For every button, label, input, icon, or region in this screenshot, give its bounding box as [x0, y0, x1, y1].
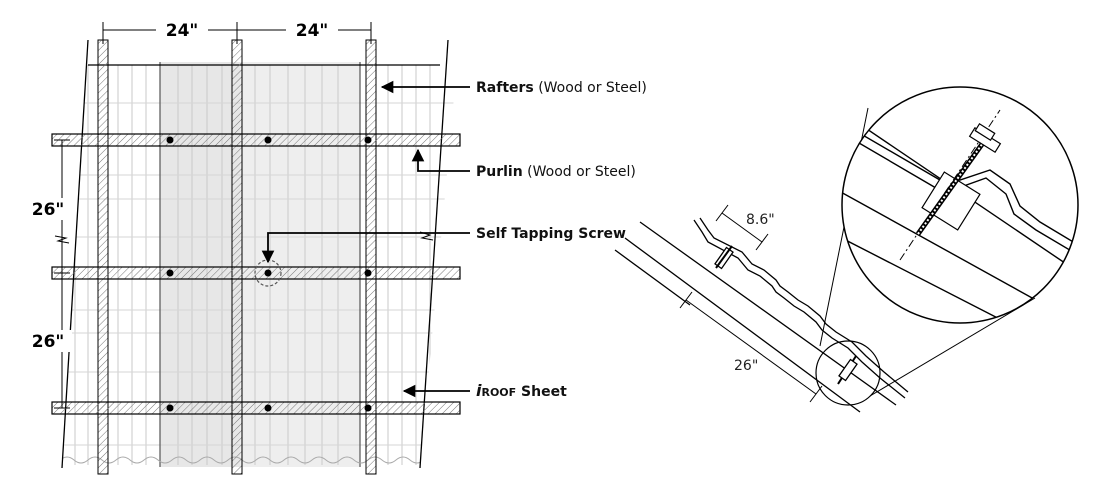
plan-view: 24" 24" 26" 26" — [26, 20, 461, 475]
frame-left-edge — [61, 39, 89, 469]
rafter-spacing-label-1: 24" — [166, 21, 199, 41]
purlins — [51, 133, 461, 415]
frame-right-edge — [419, 39, 449, 469]
side-purlin-spacing-label: 26" — [734, 358, 758, 374]
rafters-callout: Rafters (Wood or Steel) — [476, 80, 647, 96]
purlin-spacing-dimension — [54, 139, 434, 409]
overlap-label: 8.6" — [746, 212, 775, 228]
side-section-view — [614, 217, 909, 413]
purlin-callout: Purlin (Wood or Steel) — [476, 164, 636, 180]
purlin-spacing-label-2: 26" — [32, 332, 65, 352]
screws — [166, 136, 372, 412]
callouts — [261, 80, 470, 398]
section-dimensions — [679, 204, 823, 403]
roof-sheets — [62, 62, 460, 467]
purlin-spacing-label-1: 26" — [32, 200, 65, 220]
rafter-spacing-label-2: 24" — [296, 21, 329, 41]
screw-callout: Self Tapping Screw — [476, 226, 626, 242]
sheet-callout: iROOF Sheet — [476, 381, 567, 400]
screw-detail-view — [841, 86, 1079, 324]
